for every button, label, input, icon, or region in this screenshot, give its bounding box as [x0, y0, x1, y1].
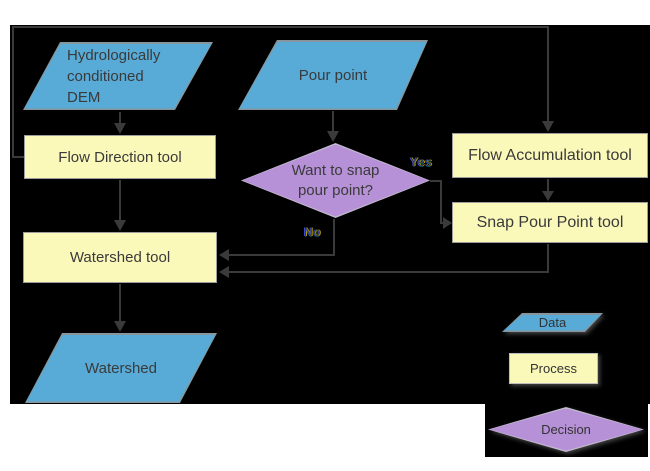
node-flow-accumulation: Flow Accumulation tool — [452, 133, 648, 178]
pour-point-label: Pour point — [298, 66, 368, 84]
dem-label-line2: conditioned — [67, 67, 144, 85]
decision-label: Want to snap pour point? — [291, 161, 380, 199]
node-snap-pour-point: Snap Pour Point tool — [452, 202, 648, 243]
edge-label-yes: Yes — [410, 155, 433, 169]
node-dem: Hydrologically conditioned DEM — [23, 42, 213, 110]
legend-data-label: Data — [538, 315, 567, 330]
legend-decision-label: Decision — [541, 422, 591, 437]
snap-pour-point-label: Snap Pour Point tool — [476, 213, 624, 231]
node-decision: Want to snap pour point? — [241, 143, 430, 218]
watershed-label: Watershed — [85, 359, 157, 377]
legend-process-label: Process — [530, 361, 577, 376]
node-watershed: Watershed — [25, 333, 217, 403]
dem-shape-fill — [24, 43, 212, 109]
flow-direction-label: Flow Direction tool — [58, 148, 182, 166]
legend-data-shape: Data — [502, 313, 603, 332]
dem-label-line3: DEM — [67, 88, 101, 106]
dem-label: Hydrologically conditioned DEM — [23, 42, 213, 110]
node-watershed-tool: Watershed tool — [23, 232, 217, 283]
dem-label-line1: Hydrologically — [67, 46, 161, 64]
flow-accumulation-label: Flow Accumulation tool — [468, 146, 632, 164]
node-pour-point: Pour point — [238, 40, 428, 110]
watershed-tool-label: Watershed tool — [69, 249, 171, 266]
watershed-shape-fill — [26, 334, 216, 402]
node-flow-direction: Flow Direction tool — [24, 135, 216, 179]
legend-decision-shape: Decision — [488, 407, 644, 452]
legend-process-shape: Process — [509, 353, 598, 384]
edge-label-no: No — [304, 225, 322, 239]
